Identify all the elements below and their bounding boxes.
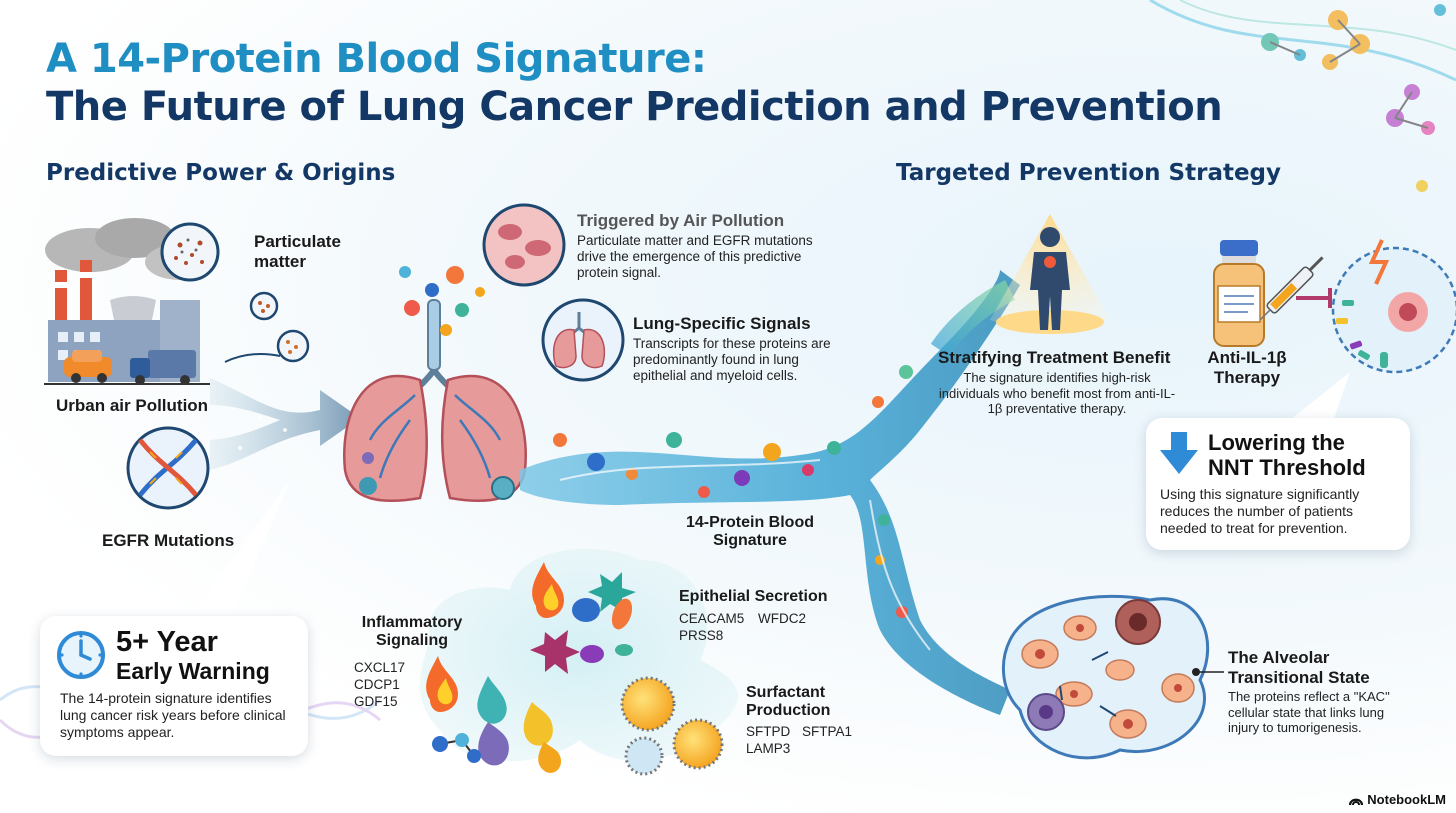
stratifying-text: The signature identifies high-risk indiv… (938, 370, 1176, 417)
inflammatory-title: Inflammatory Signaling (361, 614, 463, 649)
epithelial-title: Epithelial Secretion (679, 588, 828, 605)
epithelial-protein-1: CEACAM5 (679, 611, 745, 626)
cell-illustration (1331, 239, 1456, 374)
signature-stream (520, 270, 1020, 715)
inflammatory-protein-1: CXCL17 (354, 660, 406, 675)
inflammatory-protein-2: CDCP1 (354, 677, 400, 692)
down-arrow-icon (1160, 432, 1198, 474)
brand-mark: NotebookLM (1349, 792, 1446, 807)
title-line-2: The Future of Lung Cancer Prediction and… (46, 84, 1223, 130)
surfactant-title: Surfactant Production (746, 684, 831, 719)
protein-clusters (420, 548, 738, 776)
title-line-1: A 14-Protein Blood Signature: (46, 36, 707, 82)
label-urban-air: Urban air Pollution (56, 396, 209, 415)
alveolar-text: The proteins reflect a "KAC" cellular st… (1228, 689, 1390, 736)
alveolar-title: The Alveolar Transitional State (1228, 648, 1370, 687)
section-heading-left: Predictive Power & Origins (46, 160, 396, 186)
patient-illustration (990, 214, 1110, 334)
warning-text: The 14-protein signature identifies lung… (60, 690, 286, 740)
drug-vial-illustration (1213, 240, 1332, 347)
decorative-wave-top (1149, 0, 1456, 192)
epithelial-protein-3: PRSS8 (679, 628, 724, 643)
lung-signal-illustration (541, 298, 625, 382)
warning-title: 5+ Year (116, 626, 218, 658)
lungs-illustration (343, 299, 527, 503)
dna-icon (126, 426, 210, 510)
warning-subtitle: Early Warning (116, 658, 270, 684)
therapy-title: Anti-IL-1β Therapy (1207, 348, 1287, 387)
surfactant-protein-3: LAMP3 (746, 741, 791, 756)
warning-pointer (190, 480, 290, 622)
lung-signals-title: Lung-Specific Signals (633, 314, 811, 333)
clock-icon (57, 631, 105, 679)
particulate-circles (160, 222, 310, 363)
origins-flow (210, 378, 360, 470)
air-pollution-title: Triggered by Air Pollution (577, 211, 785, 230)
nnt-text: Using this signature significantly reduc… (1160, 486, 1360, 536)
nnt-card: Lowering the NNT Threshold Using this si… (1146, 418, 1410, 550)
lung-signals-text: Transcripts for these proteins are predo… (633, 336, 831, 384)
label-particulate: Particulate matter (254, 232, 341, 271)
particles-cluster (399, 266, 485, 336)
nnt-title-line-2: NNT Threshold (1208, 455, 1366, 480)
surfactant-protein-1: SFTPD (746, 724, 791, 739)
air-pollution-text: Particulate matter and EGFR mutations dr… (577, 233, 813, 281)
surfactant-protein-2: SFTPA1 (802, 724, 853, 739)
label-egfr: EGFR Mutations (102, 531, 235, 550)
alveolar-illustration (1001, 594, 1224, 760)
nnt-pointer (1290, 372, 1350, 430)
section-heading-right: Targeted Prevention Strategy (896, 160, 1282, 186)
epithelial-protein-2: WFDC2 (758, 611, 806, 626)
early-warning-card: 5+ Year Early Warning The 14-protein sig… (40, 616, 308, 756)
nnt-title-line-1: Lowering the (1208, 430, 1345, 455)
brand-label: NotebookLM (1367, 792, 1446, 807)
inflammatory-protein-3: GDF15 (354, 694, 398, 709)
tissue-illustration (482, 203, 566, 287)
notebooklm-icon (1349, 798, 1364, 805)
stratifying-title: Stratifying Treatment Benefit (938, 348, 1171, 367)
signature-label: 14-Protein Blood Signature (685, 514, 814, 549)
